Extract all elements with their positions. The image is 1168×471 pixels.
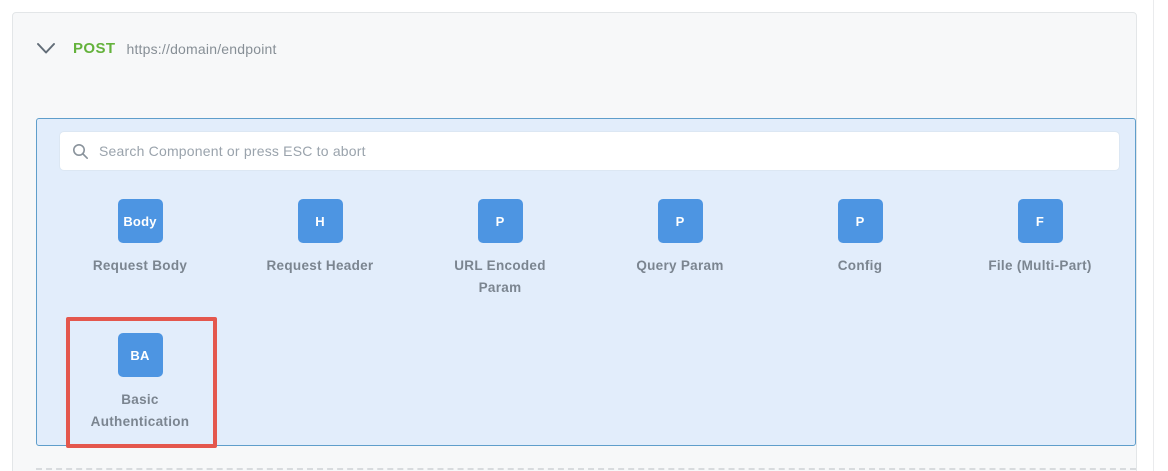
component-label: Query Param: [636, 258, 724, 273]
component-url-encoded-param[interactable]: P URL Encoded Param: [410, 199, 590, 299]
request-header-badge: H: [297, 199, 343, 243]
component-basic-authentication[interactable]: BA Basic Authentication: [50, 333, 230, 433]
collapse-chevron-icon[interactable]: [36, 41, 58, 57]
component-label: URL Encoded Param: [454, 258, 546, 295]
component-file-multipart[interactable]: F File (Multi-Part): [950, 199, 1130, 299]
component-search[interactable]: [60, 132, 1119, 170]
url-encoded-param-badge: P: [477, 199, 523, 243]
endpoint-header[interactable]: POST https://domain/endpoint: [13, 13, 1136, 57]
page-divider: [1153, 0, 1154, 471]
component-search-input[interactable]: [99, 143, 1107, 159]
file-multipart-badge: F: [1017, 199, 1063, 243]
component-row-1: Body Request Body H Request Header P URL…: [37, 199, 1135, 299]
component-request-header[interactable]: H Request Header: [230, 199, 410, 299]
component-query-param[interactable]: P Query Param: [590, 199, 770, 299]
endpoint-card: POST https://domain/endpoint Body Reques…: [12, 12, 1137, 471]
search-icon: [73, 143, 88, 159]
dropzone-dashed-border: [36, 468, 1136, 470]
component-label: File (Multi-Part): [988, 258, 1092, 273]
component-palette-panel: Body Request Body H Request Header P URL…: [36, 118, 1136, 448]
component-label: Request Body: [92, 258, 188, 273]
component-row-2: BA Basic Authentication: [37, 333, 1135, 433]
basic-authentication-badge: BA: [117, 333, 163, 377]
config-badge: P: [837, 199, 883, 243]
component-label: Request Header: [266, 258, 374, 273]
component-config[interactable]: P Config: [770, 199, 950, 299]
component-label: Config: [837, 258, 883, 273]
component-label: Basic Authentication: [90, 392, 190, 429]
component-request-body[interactable]: Body Request Body: [50, 199, 230, 299]
request-body-badge: Body: [117, 199, 163, 243]
query-param-badge: P: [657, 199, 703, 243]
http-method-label: POST: [73, 40, 116, 57]
endpoint-url: https://domain/endpoint: [126, 40, 277, 57]
